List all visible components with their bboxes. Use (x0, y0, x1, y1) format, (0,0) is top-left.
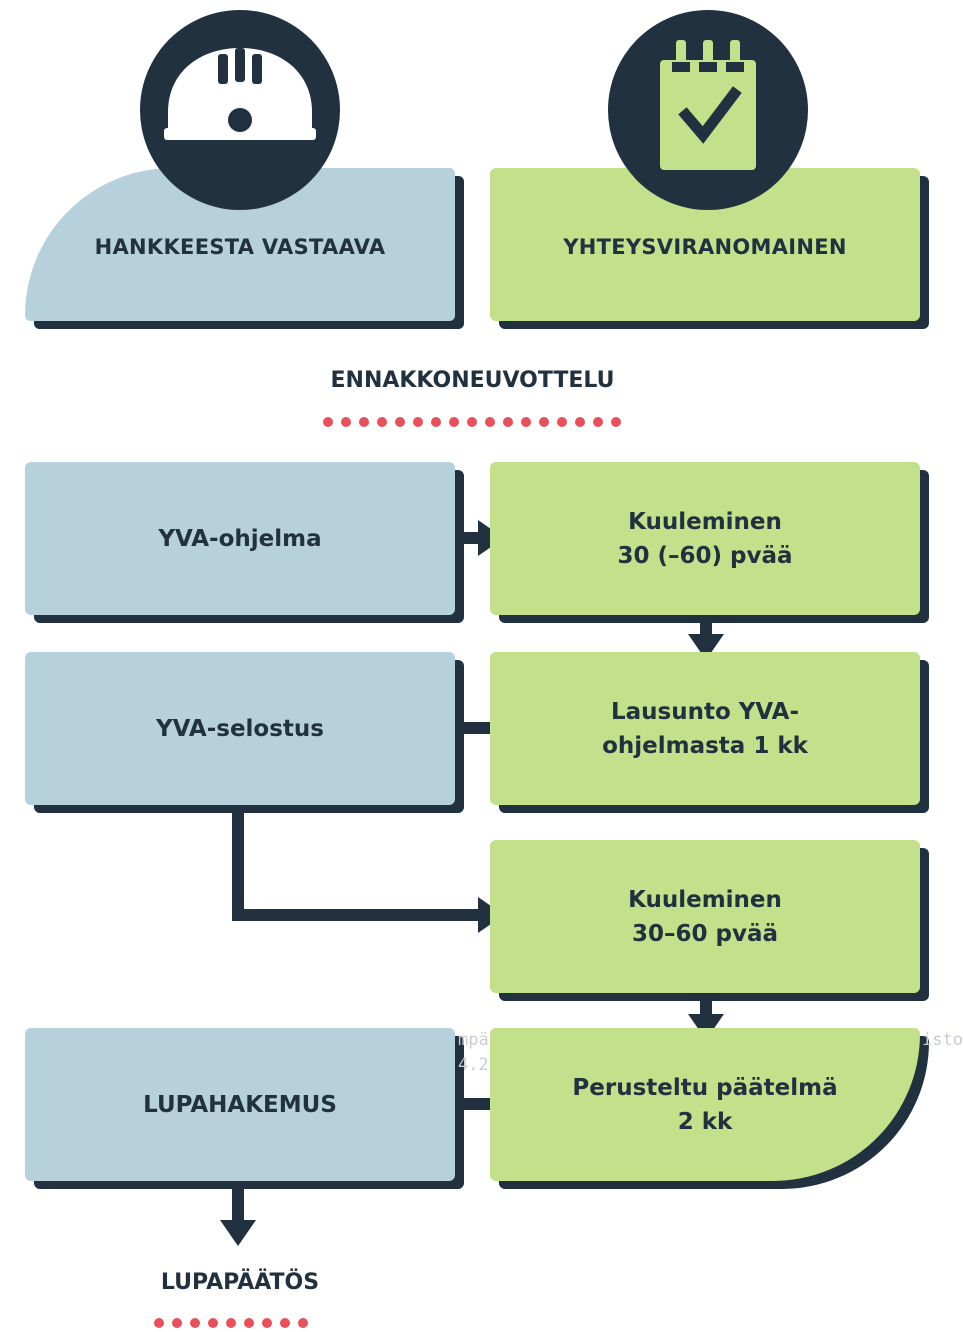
step-permit-application: LUPAHAKEMUS (25, 1028, 455, 1181)
header-project-owner: HANKKEESTA VASTAAVA (25, 168, 455, 321)
step-hearing-2-line1: Kuuleminen (628, 886, 782, 913)
header-authority-label: YHTEYSVIRANOMAINEN (563, 234, 847, 259)
watermark-fragment: 4.2 (458, 1055, 489, 1075)
step-hearing-2: Kuuleminen 30–60 pvää (490, 840, 920, 993)
step-hearing-2-line2: 30–60 pvää (631, 920, 779, 947)
step-statement-line1: Lausunto YVA- (610, 698, 800, 725)
checklist-icon-circle (608, 10, 808, 210)
hard-hat-icon-circle (140, 10, 340, 210)
arrow-head (688, 634, 724, 660)
watermark-fragment: mpä (458, 1030, 489, 1050)
permit-decision-label: LUPAPÄÄTÖS (160, 1270, 320, 1295)
arrow-head (688, 1014, 724, 1040)
step-yva-report: YVA-selostus (25, 652, 455, 805)
step-yva-program-label: YVA-ohjelma (158, 525, 322, 552)
step-reasoned-conclusion-line1: Perusteltu päätelmä (572, 1074, 838, 1101)
checklist-notepad-icon (660, 40, 756, 170)
header-project-owner-label: HANKKEESTA VASTAAVA (94, 234, 386, 259)
arrow-head (220, 1220, 256, 1246)
permit-decision-dots (154, 1313, 316, 1328)
step-hearing-1-line2: 30 (–60) pvää (617, 542, 793, 569)
preconsultation-dots (323, 412, 629, 427)
step-hearing-1-line1: Kuuleminen (628, 508, 782, 535)
step-statement-line2: ohjelmasta 1 kk (602, 732, 808, 759)
hard-hat-icon (164, 48, 316, 140)
step-yva-report-label: YVA-selostus (156, 715, 324, 742)
step-permit-application-label: LUPAHAKEMUS (143, 1091, 337, 1118)
step-statement: Lausunto YVA- ohjelmasta 1 kk (490, 652, 920, 805)
step-yva-program: YVA-ohjelma (25, 462, 455, 615)
watermark-fragment: isto (922, 1030, 963, 1050)
step-reasoned-conclusion: Perusteltu päätelmä 2 kk (490, 1028, 920, 1181)
arrow-report-to-hearing2 (232, 805, 480, 921)
step-hearing-1: Kuuleminen 30 (–60) pvää (490, 462, 920, 615)
preconsultation-label: ENNAKKONEUVOTTELU (330, 368, 615, 393)
step-reasoned-conclusion-line2: 2 kk (677, 1108, 733, 1135)
